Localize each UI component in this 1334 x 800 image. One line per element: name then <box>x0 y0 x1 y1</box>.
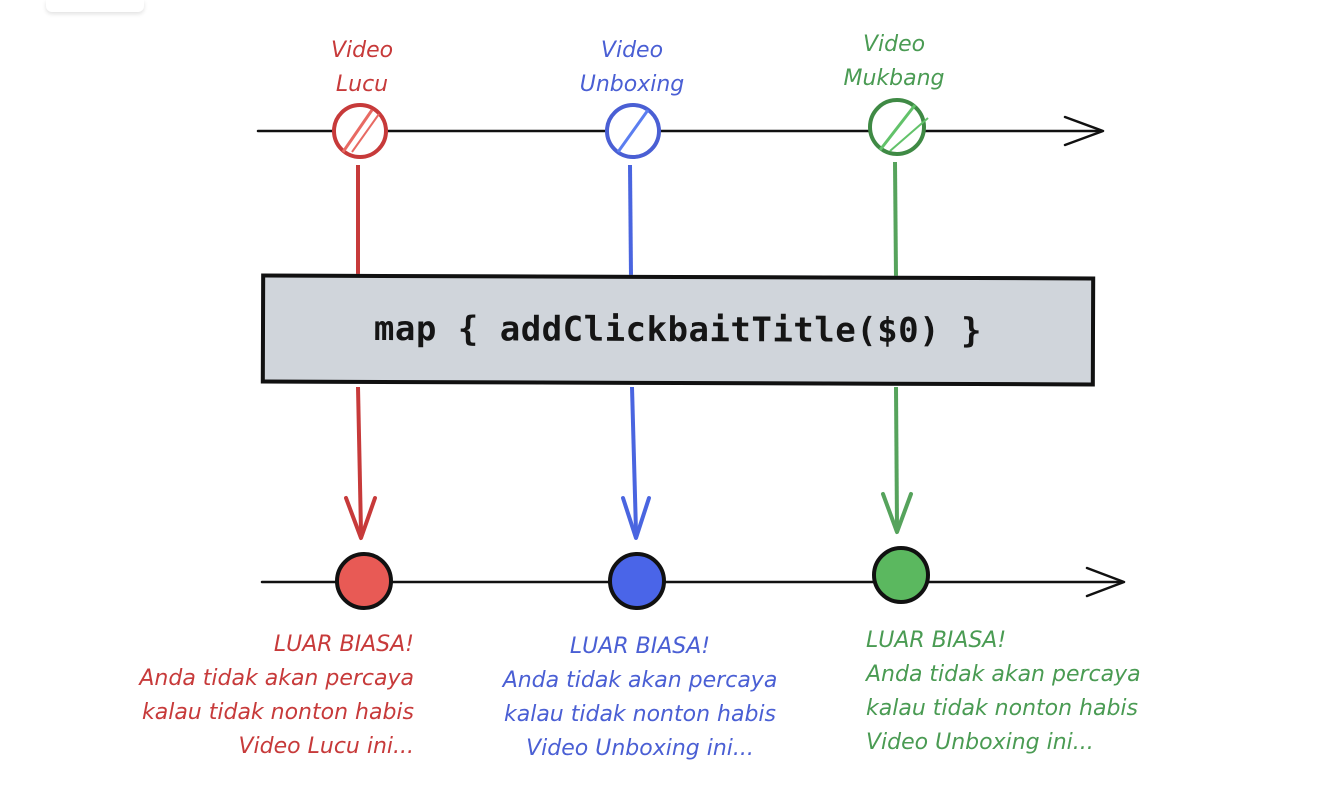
input-label-unboxing: Video Unboxing <box>579 38 685 97</box>
input-label-mukbang: Video Mukbang <box>843 32 945 91</box>
connector-green-in <box>893 161 898 278</box>
window-tab-edge <box>46 0 144 12</box>
input-timeline-arrowhead <box>1063 115 1105 147</box>
input-label-lucu: Video Lucu <box>330 38 394 97</box>
connector-blue-in <box>628 164 633 278</box>
output-marble-green <box>872 546 930 604</box>
output-marble-blue <box>608 552 666 610</box>
output-label-red: LUAR BIASA! Anda tidak akan percaya kala… <box>139 632 414 759</box>
operator-label: map { addClickbaitTitle($0) } <box>373 308 983 352</box>
arrow-red-out <box>344 386 377 540</box>
output-label-green: LUAR BIASA! Anda tidak akan percaya kala… <box>866 628 1141 755</box>
input-marble-unboxing <box>605 103 661 159</box>
arrow-blue-out <box>621 386 651 540</box>
input-marble-lucu <box>332 103 388 159</box>
input-marble-mukbang <box>868 98 929 156</box>
output-label-blue: LUAR BIASA! Anda tidak akan percaya kala… <box>502 634 778 761</box>
output-marble-red <box>335 552 393 610</box>
arrow-green-out <box>881 386 913 534</box>
map-operator-box: map { addClickbaitTitle($0) } <box>260 273 1096 387</box>
output-timeline-arrowhead <box>1085 566 1126 598</box>
